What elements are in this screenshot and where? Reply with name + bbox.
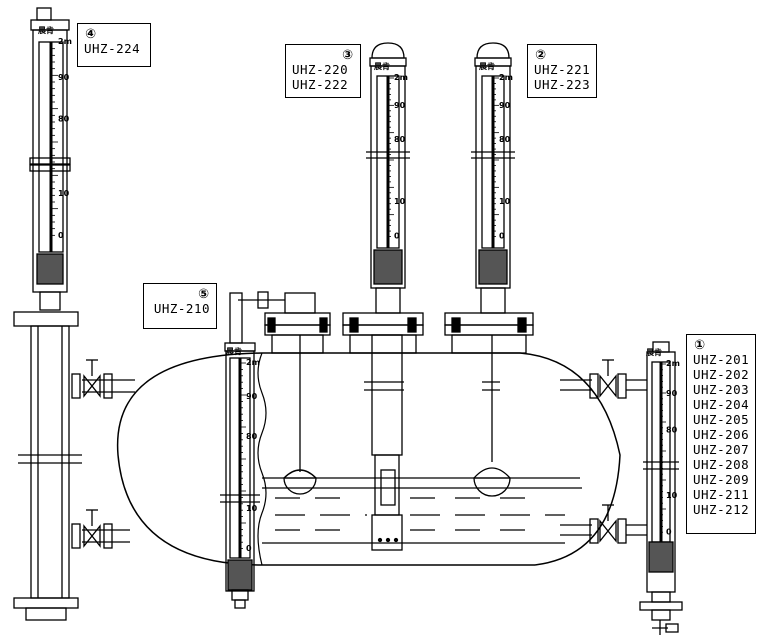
scale-mark: 10	[394, 197, 406, 206]
gauge-1-model: UHZ-212	[693, 502, 750, 517]
gauge-1-model: UHZ-209	[693, 472, 750, 487]
gauge-3-model-2: UHZ-222	[292, 77, 349, 92]
scale-mark: 90	[499, 101, 511, 110]
scale-top-mark: 2m	[58, 37, 72, 46]
gauge-1-model: UHZ-211	[693, 487, 750, 502]
scale-mark: 0	[666, 527, 672, 536]
gauge-5-model: UHZ-210	[153, 301, 210, 316]
gauge-1-model: UHZ-208	[693, 457, 750, 472]
scale-brand: 晨肯	[38, 25, 54, 35]
gauge-1-model: UHZ-204	[693, 397, 750, 412]
scale-mark: 80	[666, 425, 678, 434]
gauge-2-model-2: UHZ-223	[534, 77, 591, 92]
scale-mark: 90	[394, 101, 406, 110]
scale-mark: 10	[666, 491, 678, 500]
scale-mark: 10	[58, 189, 70, 198]
gauge-1-label: ① UHZ-201 UHZ-202 UHZ-203 UHZ-204 UHZ-20…	[686, 334, 756, 534]
gauge-2-model-1: UHZ-221	[534, 62, 591, 77]
gauge-5	[220, 292, 260, 609]
scale-brand: 晨肯	[374, 61, 390, 71]
scale-mark: 0	[58, 231, 64, 240]
scale-mark: 0	[394, 232, 400, 241]
scale-top-mark: 2m	[666, 359, 680, 368]
gauge-1-model: UHZ-201	[693, 352, 750, 367]
scale-mark: 80	[394, 135, 406, 144]
scale-mark: 0	[499, 232, 505, 241]
scale-brand: 晨肯	[646, 347, 662, 357]
gauge-5-label: ⑤ UHZ-210	[143, 283, 217, 329]
scale-mark: 90	[58, 73, 70, 82]
gauge-1-model: UHZ-207	[693, 442, 750, 457]
gauge-4	[13, 7, 135, 621]
scale-mark: 10	[246, 504, 258, 513]
horizontal-tank	[116, 352, 621, 566]
gauge-1-model: UHZ-205	[693, 412, 750, 427]
gauge-4-model: UHZ-224	[84, 41, 141, 56]
gauge-3	[366, 42, 410, 314]
gauge-1-model: UHZ-203	[693, 382, 750, 397]
scale-top-mark: 2m	[246, 358, 260, 367]
scale-mark: 80	[58, 114, 70, 123]
gauge-1	[589, 341, 683, 635]
gauge-3-label: ③ UHZ-220 UHZ-222	[285, 44, 361, 98]
scale-mark: 90	[666, 389, 678, 398]
floats	[283, 334, 511, 551]
top-nozzles	[238, 291, 534, 354]
scale-brand: 晨肯	[226, 346, 242, 356]
scale-mark: 80	[246, 432, 258, 441]
gauge-1-badge: ①	[693, 338, 705, 353]
gauge-3-badge: ③	[341, 48, 353, 63]
scale-mark: 80	[499, 135, 511, 144]
gauge-5-badge: ⑤	[197, 287, 209, 302]
gauge-2	[471, 42, 515, 314]
scale-mark: 0	[246, 544, 252, 553]
gauge-4-label: ④ UHZ-224	[77, 23, 151, 67]
scale-mark: 90	[246, 392, 258, 401]
gauge-3-model-1: UHZ-220	[292, 62, 349, 77]
scale-top-mark: 2m	[394, 73, 408, 82]
gauge-1-model: UHZ-202	[693, 367, 750, 382]
scale-top-mark: 2m	[499, 73, 513, 82]
gauge-1-model: UHZ-206	[693, 427, 750, 442]
scale-brand: 晨肯	[479, 61, 495, 71]
gauge-2-label: ② UHZ-221 UHZ-223	[527, 44, 597, 98]
gauge-2-badge: ②	[534, 48, 546, 63]
scale-mark: 10	[499, 197, 511, 206]
gauge-4-badge: ④	[84, 27, 96, 42]
